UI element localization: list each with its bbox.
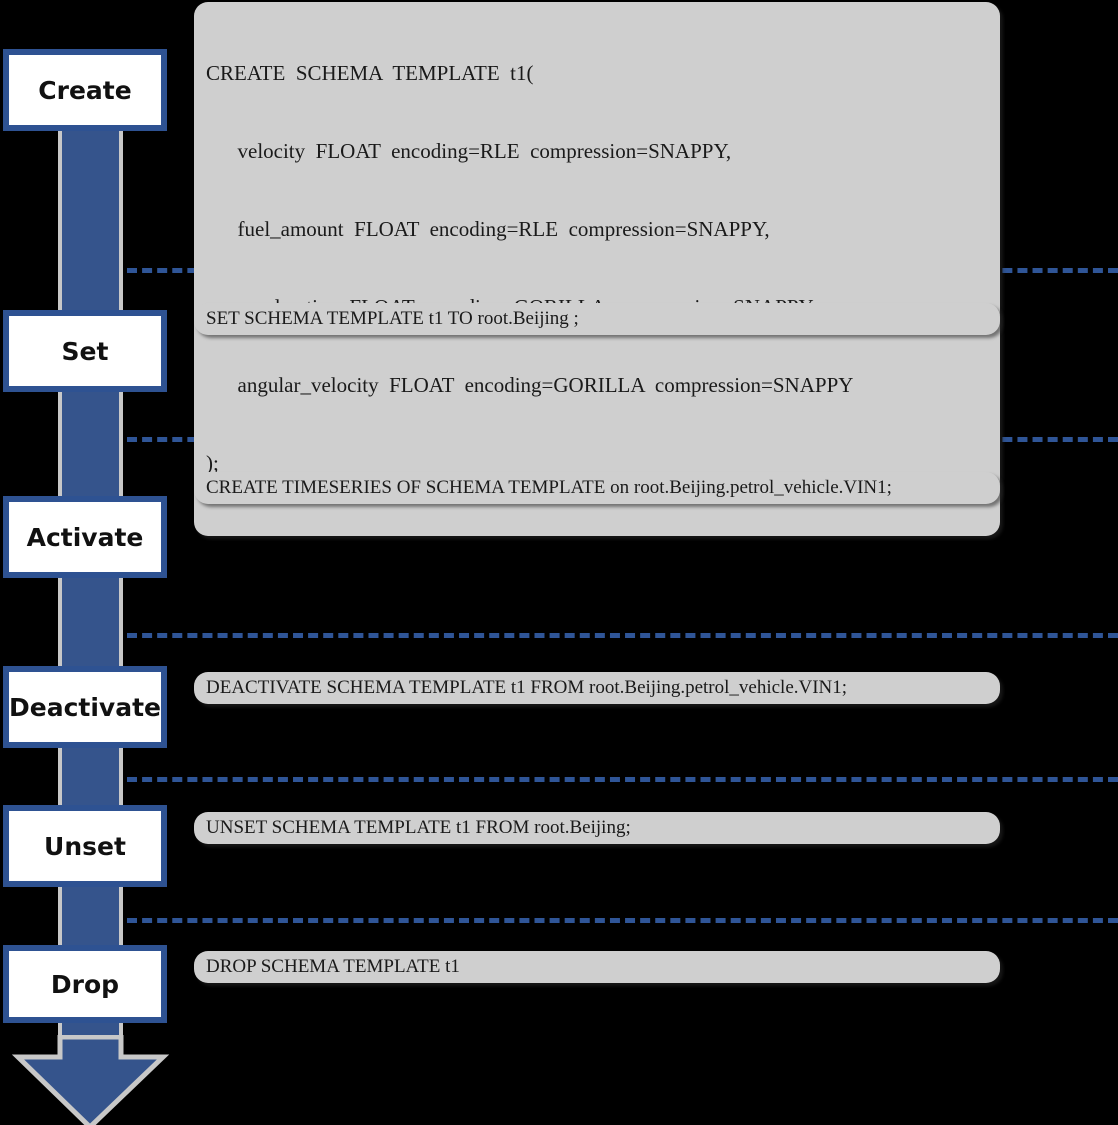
stage-box-deactivate[interactable]: Deactivate <box>3 666 167 748</box>
stage-label-activate: Activate <box>26 522 144 552</box>
stage-box-unset[interactable]: Unset <box>3 805 167 887</box>
code-line: velocity FLOAT encoding=RLE compression=… <box>206 139 732 163</box>
command-box-unset[interactable]: UNSET SCHEMA TEMPLATE t1 FROM root.Beiji… <box>194 812 1000 844</box>
stage-box-create[interactable]: Create <box>3 49 167 131</box>
code-line: ); <box>206 451 219 475</box>
command-box-set[interactable]: SET SCHEMA TEMPLATE t1 TO root.Beijing ; <box>194 303 1000 335</box>
stage-label-set: Set <box>61 336 109 366</box>
stage-label-drop: Drop <box>50 969 120 999</box>
command-box-deactivate[interactable]: DEACTIVATE SCHEMA TEMPLATE t1 FROM root.… <box>194 672 1000 704</box>
separator-unset-drop <box>127 918 1118 923</box>
code-line: CREATE SCHEMA TEMPLATE t1( <box>206 61 534 85</box>
code-line: angular_velocity FLOAT encoding=GORILLA … <box>206 373 854 397</box>
stage-label-unset: Unset <box>44 831 126 861</box>
stage-label-create: Create <box>38 75 132 105</box>
separator-activate-deactivate <box>127 633 1118 638</box>
flow-arrow-head-icon <box>8 1035 173 1125</box>
separator-deactivate-unset <box>127 777 1118 782</box>
stage-box-drop[interactable]: Drop <box>3 945 167 1023</box>
command-box-drop[interactable]: DROP SCHEMA TEMPLATE t1 <box>194 951 1000 983</box>
command-box-create[interactable]: CREATE SCHEMA TEMPLATE t1( velocity FLOA… <box>194 2 1000 536</box>
code-line: fuel_amount FLOAT encoding=RLE compressi… <box>206 217 770 241</box>
stage-box-activate[interactable]: Activate <box>3 496 167 578</box>
stage-box-set[interactable]: Set <box>3 310 167 392</box>
stage-label-deactivate: Deactivate <box>9 692 161 722</box>
command-box-activate[interactable]: CREATE TIMESERIES OF SCHEMA TEMPLATE on … <box>194 472 1000 504</box>
